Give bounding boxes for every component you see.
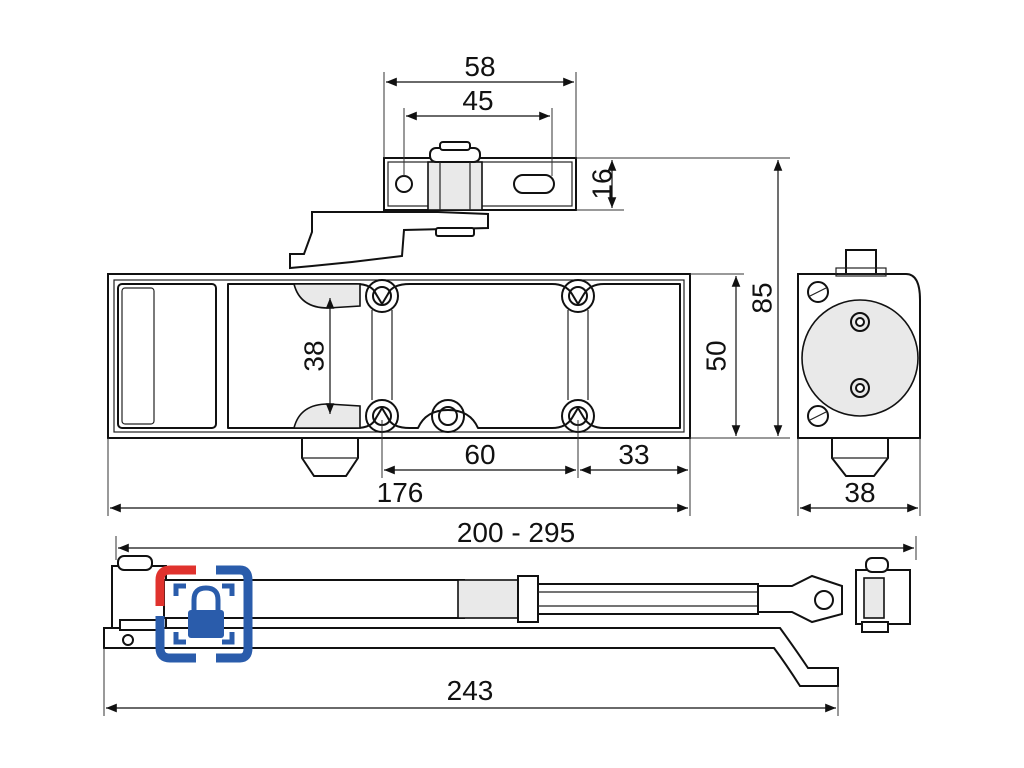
dimension-label: 38 bbox=[844, 477, 875, 508]
closer-body-front bbox=[107, 273, 691, 477]
dimension-label: 45 bbox=[462, 85, 493, 116]
dimension-16: 16 bbox=[586, 160, 617, 208]
dimension-label: 176 bbox=[377, 477, 424, 508]
dimension-85: 85 bbox=[746, 160, 783, 436]
dimension-33: 33 bbox=[580, 439, 688, 475]
dimension-243: 243 bbox=[106, 675, 836, 713]
dimension-label: 85 bbox=[746, 282, 777, 313]
top-bracket bbox=[289, 141, 577, 270]
dimension-label: 58 bbox=[464, 51, 495, 82]
dimension-38-horizontal: 38 bbox=[800, 477, 918, 513]
closer-body-side bbox=[797, 249, 921, 477]
dimension-label: 33 bbox=[618, 439, 649, 470]
dimension-label: 200 - 295 bbox=[457, 517, 575, 548]
dimension-45: 45 bbox=[406, 85, 550, 121]
dimension-label: 60 bbox=[464, 439, 495, 470]
arm-assembly bbox=[103, 555, 911, 687]
dimension-label: 243 bbox=[447, 675, 494, 706]
lock-bracket-logo bbox=[155, 565, 253, 663]
dimension-38-vertical: 38 bbox=[298, 298, 335, 414]
extension-lines bbox=[103, 72, 921, 716]
dimension-50: 50 bbox=[700, 276, 741, 436]
dimension-label: 50 bbox=[700, 340, 731, 371]
dimension-label: 16 bbox=[586, 168, 617, 199]
dimension-200-295: 200 - 295 bbox=[118, 517, 914, 553]
dimension-label: 38 bbox=[298, 340, 329, 371]
dimension-60: 60 bbox=[384, 439, 576, 475]
dimension-176: 176 bbox=[110, 477, 688, 513]
dimension-58: 58 bbox=[386, 51, 574, 87]
